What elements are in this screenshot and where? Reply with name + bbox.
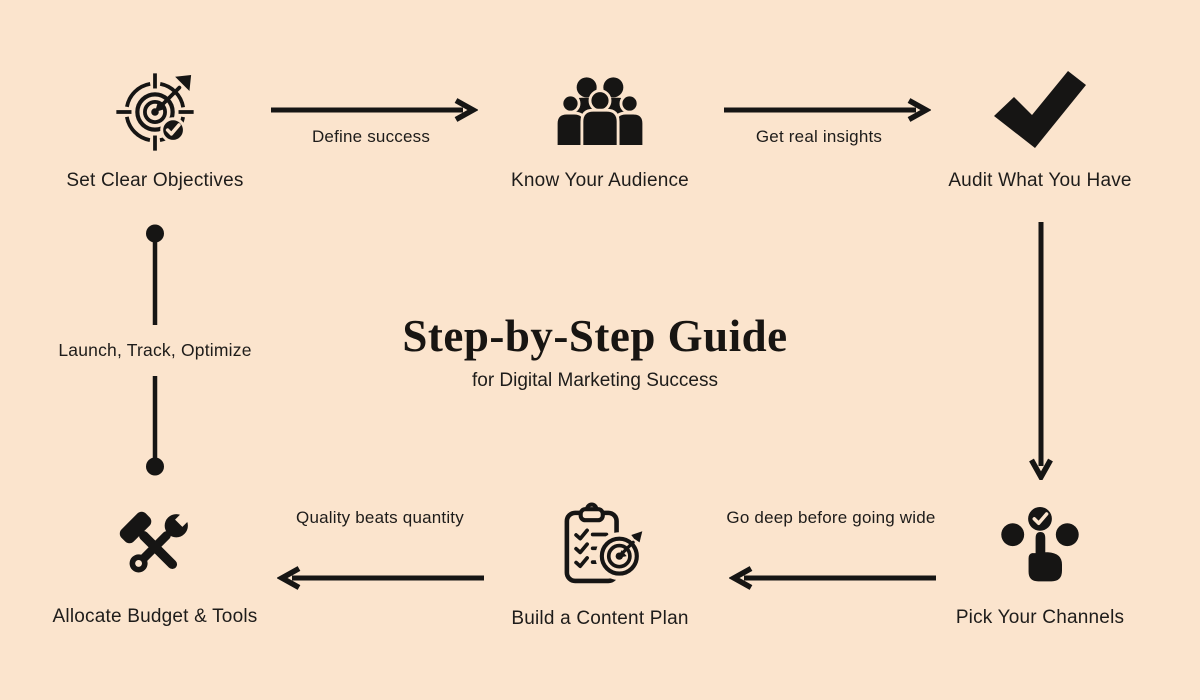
arrow-audience-to-audit [723,97,931,123]
connector-label: Define success [311,127,431,146]
arrow-content-to-budget [277,565,485,591]
step-label: Pick Your Channels [955,607,1125,628]
step-allocate-budget-and-tools: Allocate Budget & Tools [5,504,305,630]
title-block: Step-by-Step Guide for Digital Marketing… [295,312,895,394]
arrow-objectives-to-audience [270,97,478,123]
hammer-wrench-icon [109,504,201,590]
checkmark-icon [988,66,1092,154]
step-know-your-audience: Know Your Audience [460,74,740,194]
step-label: Build a Content Plan [511,608,689,629]
page-subtitle: for Digital Marketing Success [471,370,719,391]
target-dart-icon [113,70,197,154]
connector-label: Launch, Track, Optimize [58,340,252,360]
step-set-clear-objectives: Set Clear Objectives [15,70,295,194]
clipboard-target-icon [554,500,646,592]
step-label: Know Your Audience [511,170,689,191]
arrow-channels-to-content [729,565,937,591]
connector-label: Quality beats quantity [296,508,464,527]
step-build-a-content-plan: Build a Content Plan [460,500,740,632]
step-label: Set Clear Objectives [66,170,244,191]
step-pick-your-channels: Pick Your Channels [900,503,1180,631]
page-title: Step-by-Step Guide [402,311,788,361]
step-label: Allocate Budget & Tools [52,606,258,627]
arrow-audit-to-channels [1028,222,1054,480]
connector-label: Go deep before going wide [726,508,936,527]
step-label: Audit What You Have [948,170,1132,191]
connector-budget-to-objectives [142,224,168,476]
step-audit-what-you-have: Audit What You Have [890,66,1190,194]
connector-label: Get real insights [755,127,883,146]
audience-group-icon [552,74,648,154]
hand-pick-icon [996,503,1084,591]
